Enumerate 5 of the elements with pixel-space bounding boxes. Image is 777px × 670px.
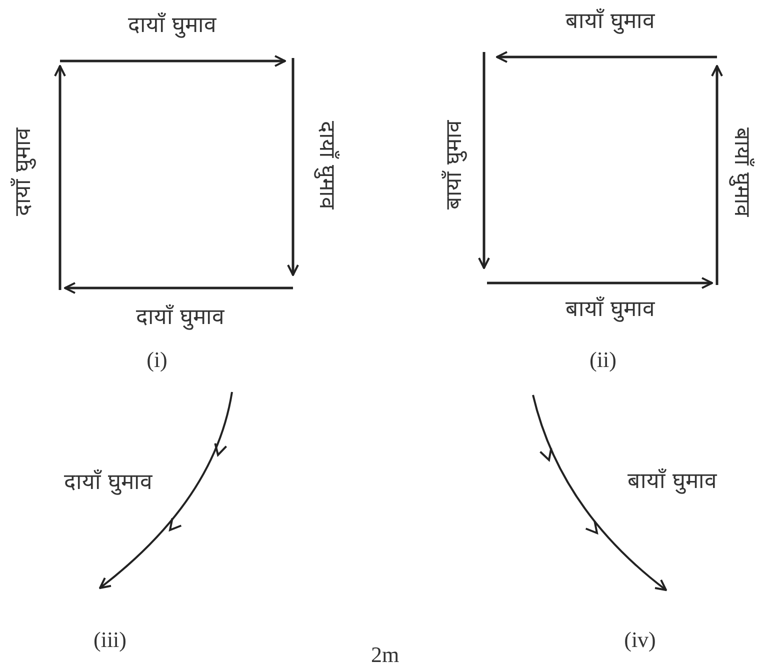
- figure-number: (ii): [590, 349, 616, 371]
- figure-number: (iv): [624, 629, 656, 651]
- figure-number: (iii): [94, 629, 126, 651]
- figure-number: 2m: [370, 644, 400, 666]
- figure-number: (i): [146, 349, 168, 371]
